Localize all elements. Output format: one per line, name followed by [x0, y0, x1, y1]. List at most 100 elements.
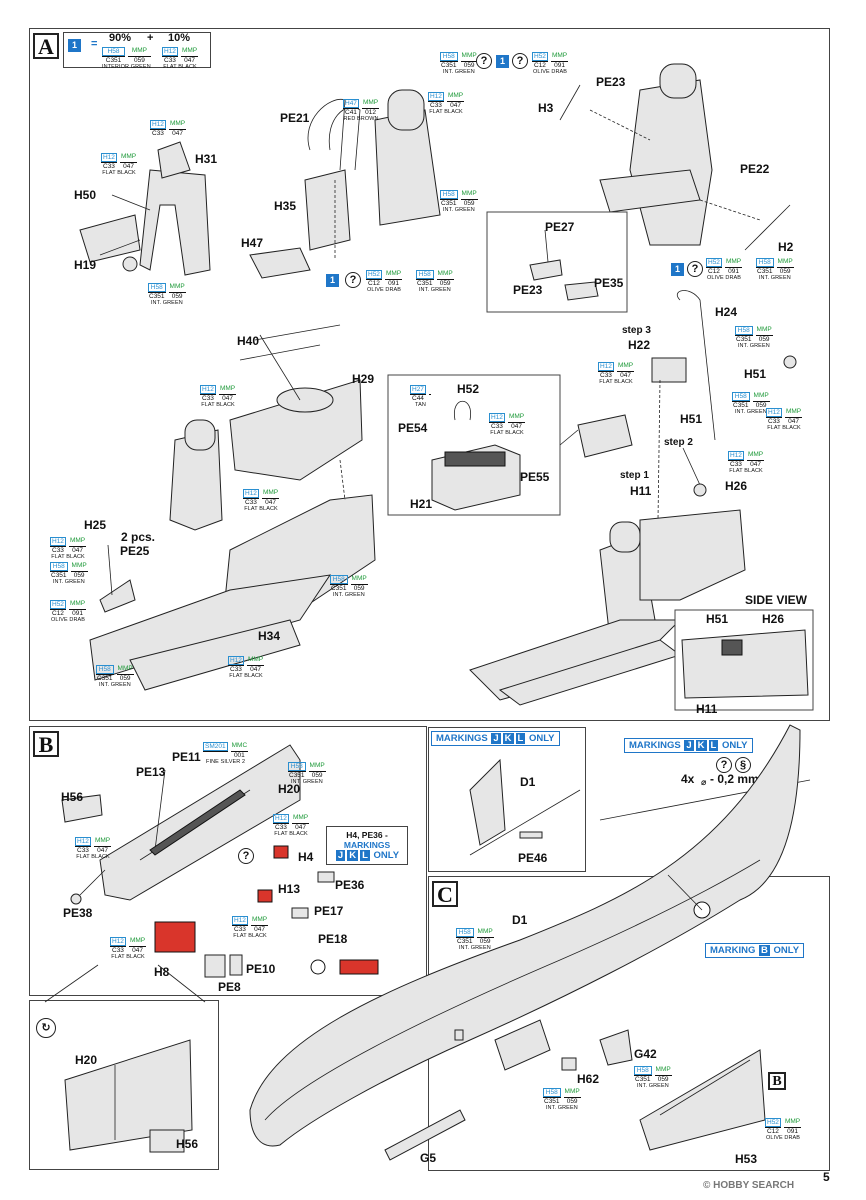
- part-label-pe17: PE17: [314, 904, 344, 918]
- question-icon-h4: ?: [238, 848, 254, 864]
- step-1-label: step 1: [620, 470, 649, 481]
- part-label-h51b: H51: [680, 412, 703, 426]
- part-label-h24: H24: [715, 305, 738, 319]
- side-view-label: SIDE VIEW: [745, 593, 808, 607]
- rotate-icon: ↻: [36, 1018, 56, 1038]
- note-line-2: MARKINGS: [343, 840, 391, 850]
- part-label-pe11: PE11: [172, 750, 201, 764]
- part-label-g42: G42: [634, 1047, 657, 1061]
- ratio-a: 90%: [109, 32, 132, 44]
- part-label-pe46: PE46: [518, 851, 548, 865]
- section-sign-icon: §: [735, 757, 751, 773]
- drill-count: 4x: [681, 772, 695, 786]
- subbox-label-h20: H20: [75, 1053, 98, 1067]
- part-label-h25: H25: [84, 518, 107, 532]
- section-b-letter: B: [33, 731, 59, 757]
- part-label-pe38: PE38: [63, 906, 93, 920]
- ratio-plus: +: [147, 32, 154, 44]
- part-label-h52: H52: [457, 382, 480, 396]
- paint-code-h52-tan: H27 C44 TAN: [410, 385, 431, 409]
- part-label-pe13: PE13: [136, 765, 166, 779]
- ratio-ref-h2: 1: [671, 263, 684, 276]
- part-label-h8: H8: [154, 965, 170, 979]
- part-label-h62: H62: [577, 1072, 600, 1086]
- part-label-h40: H40: [237, 334, 260, 348]
- part-label-h51a: H51: [744, 367, 767, 381]
- part-label-h56: H56: [61, 790, 84, 804]
- drill-size: - 0,2 mm: [710, 772, 759, 786]
- part-label-h19: H19: [74, 258, 97, 272]
- part-label-2pcs: 2 pcs.: [121, 530, 156, 544]
- part-label-pe23: PE23: [596, 75, 626, 89]
- part-label-h11: H11: [630, 484, 652, 498]
- ratio-b: 10%: [168, 32, 191, 44]
- part-label-pe23b: PE23: [513, 283, 543, 297]
- part-label-pe54: PE54: [398, 421, 428, 435]
- section-b-ref-letter: B: [768, 1072, 786, 1090]
- question-icon-drill: ?: [716, 757, 732, 773]
- part-label-h20: H20: [278, 782, 301, 796]
- part-label-pe10: PE10: [246, 962, 276, 976]
- section-c-letter: C: [432, 881, 458, 907]
- part-label-pe36: PE36: [335, 878, 365, 892]
- ratio-equals: =: [91, 38, 98, 50]
- part-label-h51c: H51: [706, 612, 729, 626]
- section-a-letter: A: [33, 33, 59, 59]
- part-label-pe8: PE8: [218, 980, 241, 994]
- part-label-d1-top: D1: [520, 775, 536, 789]
- note-line-1: H4, PE36 -: [346, 830, 388, 840]
- part-label-pe25: PE25: [120, 544, 150, 558]
- section-b-subbox: [29, 1000, 219, 1170]
- ratio-ref-h3: 1: [496, 55, 509, 68]
- part-label-h22: H22: [628, 338, 651, 352]
- part-label-g5: G5: [420, 1151, 437, 1165]
- part-label-pe21: PE21: [280, 111, 310, 125]
- part-label-pe55: PE55: [520, 470, 550, 484]
- part-label-pe22: PE22: [740, 162, 770, 176]
- section-b-frame: [29, 726, 427, 996]
- subbox-label-h56: H56: [176, 1137, 199, 1151]
- part-label-h53: H53: [735, 1152, 758, 1166]
- part-label-pe27: PE27: [545, 220, 575, 234]
- paint-ratio-box: [63, 32, 211, 68]
- page-number: 5: [823, 1170, 830, 1184]
- diameter-icon: ⌀: [701, 777, 707, 787]
- part-label-h35: H35: [274, 199, 297, 213]
- part-label-pe18: PE18: [318, 932, 348, 946]
- question-icon-h3: ?: [476, 53, 492, 69]
- step-3-label: step 3: [622, 325, 651, 336]
- part-label-h26: H26: [725, 479, 748, 493]
